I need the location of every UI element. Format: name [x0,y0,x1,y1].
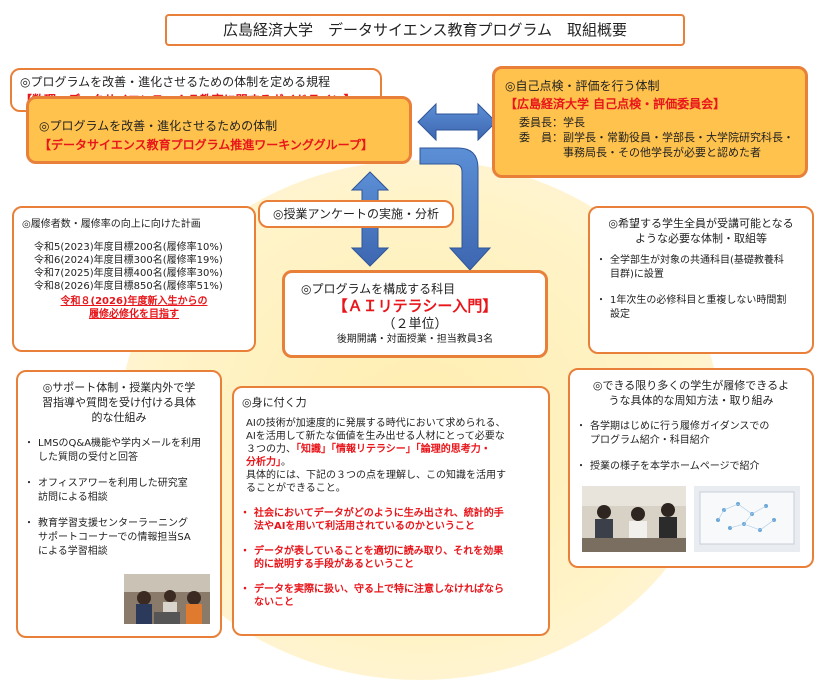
list-item: 社会においてデータがどのように生み出され、統計的手法やAIを用いて利活用されてい… [242,507,540,533]
double-arrow-horizontal [418,104,496,140]
plan-row: 令和7(2025)年度目標400名(履修率30%) [34,267,246,280]
availability-box: ◎希望する学生全員が受講可能となる ような必要な体制・取組等 全学部生が対象の共… [588,206,814,354]
support-photo [124,574,210,624]
list-item: データが表していることを適切に読み取り、それを効果的に説明する手段があるというこ… [242,545,540,571]
plan-row: 令和5(2023)年度目標200名(履修率10%) [34,241,246,254]
plan-row: 令和6(2024)年度目標300名(履修率19%) [34,254,246,267]
page-title: 広島経済大学 データサイエンス教育プログラム 取組概要 [165,14,685,46]
skills-box: ◎身に付く力 AIの技術が加速度的に発展する時代において求められる、 AIを活用… [232,386,550,636]
class-photo [582,486,686,552]
plan-row: 令和8(2026)年度目標850名(履修率51%) [34,280,246,293]
enrollment-plan-box: ◎履修者数・履修率の向上に向けた計画 令和5(2023)年度目標200名(履修率… [12,206,256,352]
survey-box: ◎授業アンケートの実施・分析 [258,200,454,228]
self-evaluation-box: ◎自己点検・評価を行う体制 【広島経済大学 自己点検・評価委員会】 委員長：学長… [492,66,808,178]
working-group-box: ◎プログラムを改善・進化させるための体制 【データサイエンス教育プログラム推進ワ… [26,96,412,164]
course-box: ◎プログラムを構成する科目 【ＡＩリテラシー入門】 （２単位） 後期開講・対面授… [282,270,548,358]
screen-photo [694,486,800,552]
list-item: 授業の様子を本学ホームページで紹介 [578,460,804,474]
